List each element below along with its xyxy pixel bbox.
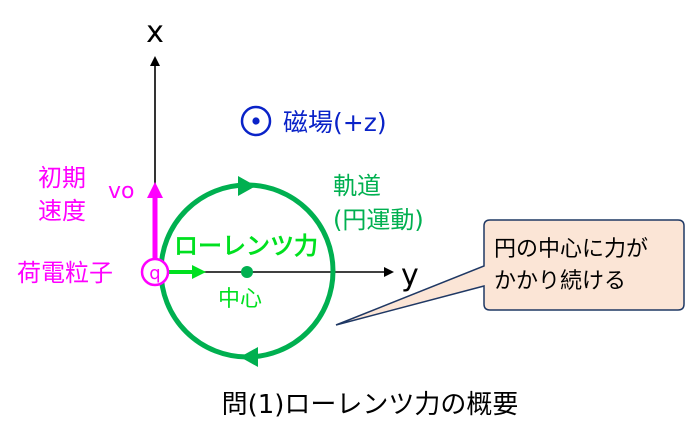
center-label: 中心 bbox=[218, 287, 262, 312]
orbit-label-line1: 軌道 bbox=[333, 172, 381, 200]
charged-particle-label: 荷電粒子 bbox=[17, 259, 113, 287]
x-axis-label: x bbox=[146, 15, 164, 50]
callout-text-line1: 円の中心に力が bbox=[494, 237, 648, 262]
initial-velocity-label-line2: 速度 bbox=[38, 197, 86, 225]
figure-caption: 問(1)ローレンツ力の概要 bbox=[222, 390, 519, 420]
orbit-direction-arrow-bottom bbox=[240, 347, 258, 367]
magnetic-field-label: 磁場(+z) bbox=[283, 108, 387, 137]
y-axis-label: y bbox=[401, 258, 419, 293]
orbit-center-point bbox=[241, 266, 253, 278]
orbit-label-line2: (円運動) bbox=[333, 206, 424, 234]
out-of-page-field-icon bbox=[240, 105, 272, 137]
callout-text-line2: かかり続ける bbox=[494, 269, 626, 294]
orbit-direction-arrow-top bbox=[238, 176, 256, 196]
field-dot bbox=[252, 117, 260, 125]
charged-particle bbox=[140, 257, 170, 287]
initial-velocity-label-line1: 初期 bbox=[38, 164, 86, 192]
velocity-symbol: vo bbox=[108, 179, 134, 204]
lorentz-force-label: ローレンツ力 bbox=[174, 232, 318, 260]
particle-symbol: q bbox=[149, 263, 160, 284]
callout-bubble bbox=[335, 219, 685, 326]
